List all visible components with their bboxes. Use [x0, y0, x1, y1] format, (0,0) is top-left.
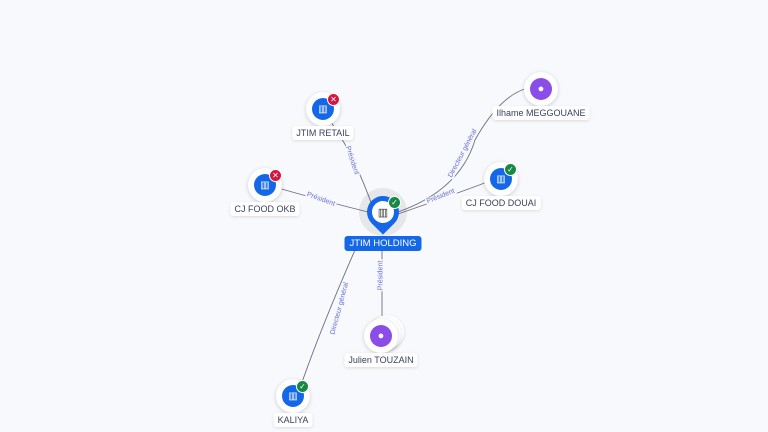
node-label: CJ FOOD DOUAI	[461, 196, 541, 210]
closed-status-icon: ✕	[327, 93, 340, 106]
active-status-icon: ✓	[296, 380, 309, 393]
active-status-icon: ✓	[388, 196, 401, 209]
closed-status-icon: ✕	[269, 169, 282, 182]
node-label: JTIM HOLDING	[344, 236, 422, 251]
person-icon: ●	[370, 325, 392, 347]
active-status-icon: ✓	[504, 163, 517, 176]
node-label: Julien TOUZAIN	[344, 353, 418, 367]
edge-kaliya	[299, 249, 356, 389]
person-icon: ●	[530, 78, 552, 100]
node-label: KALIYA	[273, 413, 313, 427]
node-label: Ilhame MEGGOUANE	[492, 106, 590, 120]
edge-label-julien: Président	[377, 259, 385, 292]
node-label: JTIM RETAIL	[292, 126, 354, 140]
node-label: CJ FOOD OKB	[230, 202, 300, 216]
